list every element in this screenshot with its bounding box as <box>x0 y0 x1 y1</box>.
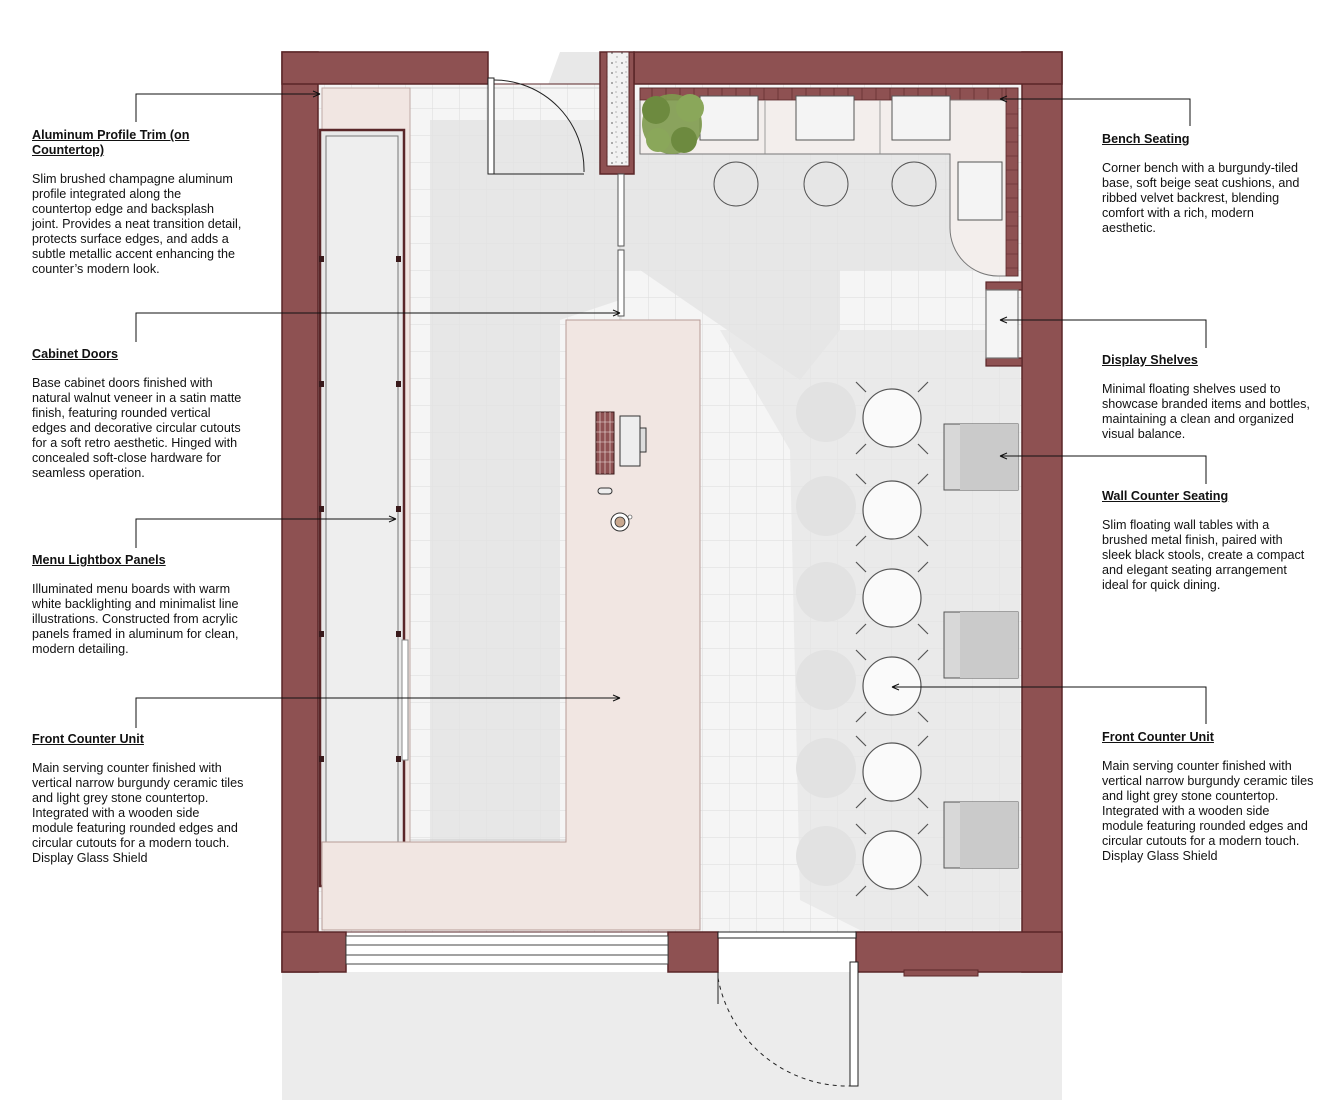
note-front-counter-unit-right: Front Counter Unit Main serving counter … <box>1102 730 1314 864</box>
note-body: Main serving counter finished with verti… <box>32 761 244 865</box>
leader-wall-counter-seating <box>999 452 1207 484</box>
plant-icon <box>642 94 704 154</box>
note-display-shelves: Display Shelves Minimal floating shelves… <box>1102 353 1322 442</box>
note-body: Corner bench with a burgundy-tiled base,… <box>1102 161 1300 235</box>
pos-terminal-icon <box>595 411 647 495</box>
note-cabinet-doors: Cabinet Doors Base cabinet doors finishe… <box>32 347 244 481</box>
leader-lines <box>135 90 1207 728</box>
note-title: Wall Counter Seating <box>1102 489 1229 503</box>
note-body: Base cabinet doors finished with natural… <box>32 376 242 480</box>
terrazzo-column <box>599 51 635 175</box>
stool-shadows <box>796 382 856 886</box>
leader-front-counter-unit-left <box>135 694 621 728</box>
front-window <box>345 935 669 965</box>
leader-display-shelves <box>999 316 1207 348</box>
note-title: Menu Lightbox Panels <box>32 553 166 567</box>
note-title: Aluminum Profile Trim (on Countertop) <box>32 128 190 157</box>
leader-menu-lightbox-panels <box>135 515 397 548</box>
note-body: Illuminated menu boards with warm white … <box>32 582 239 656</box>
wall-counter-tables <box>943 423 1019 869</box>
note-menu-lightbox-panels: Menu Lightbox Panels Illuminated menu bo… <box>32 553 244 657</box>
note-body: Slim floating wall tables with a brushed… <box>1102 518 1305 592</box>
leader-cabinet-doors <box>135 309 621 342</box>
note-title: Bench Seating <box>1102 132 1190 146</box>
note-body: Slim brushed champagne aluminum profile … <box>32 172 242 276</box>
note-aluminum-profile-trim: Aluminum Profile Trim (on Countertop) Sl… <box>32 128 244 277</box>
note-wall-counter-seating: Wall Counter Seating Slim floating wall … <box>1102 489 1314 593</box>
partition-screen <box>617 173 625 317</box>
leader-front-counter-unit-right <box>891 683 1207 724</box>
entry-door <box>717 931 979 1087</box>
corner-bench <box>639 87 1019 277</box>
back-counter <box>318 87 411 889</box>
note-title: Display Shelves <box>1102 353 1198 367</box>
note-title: Cabinet Doors <box>32 347 119 361</box>
front-counter <box>321 319 701 931</box>
note-title: Front Counter Unit <box>32 732 144 746</box>
wall-inner-lines <box>317 83 1023 933</box>
note-bench-seating: Bench Seating Corner bench with a burgun… <box>1102 132 1302 236</box>
leader-bench-seating <box>999 95 1191 126</box>
display-shelves <box>985 281 1023 367</box>
note-body: Main serving counter finished with verti… <box>1102 759 1314 863</box>
note-body: Minimal floating shelves used to showcas… <box>1102 382 1310 441</box>
note-front-counter-unit-left: Front Counter Unit Main serving counter … <box>32 732 244 866</box>
leader-aluminum-profile-trim <box>135 90 321 122</box>
top-door <box>487 77 585 175</box>
bar-stools <box>855 381 929 897</box>
note-title: Front Counter Unit <box>1102 730 1214 744</box>
coffee-cup-icon <box>610 512 633 532</box>
